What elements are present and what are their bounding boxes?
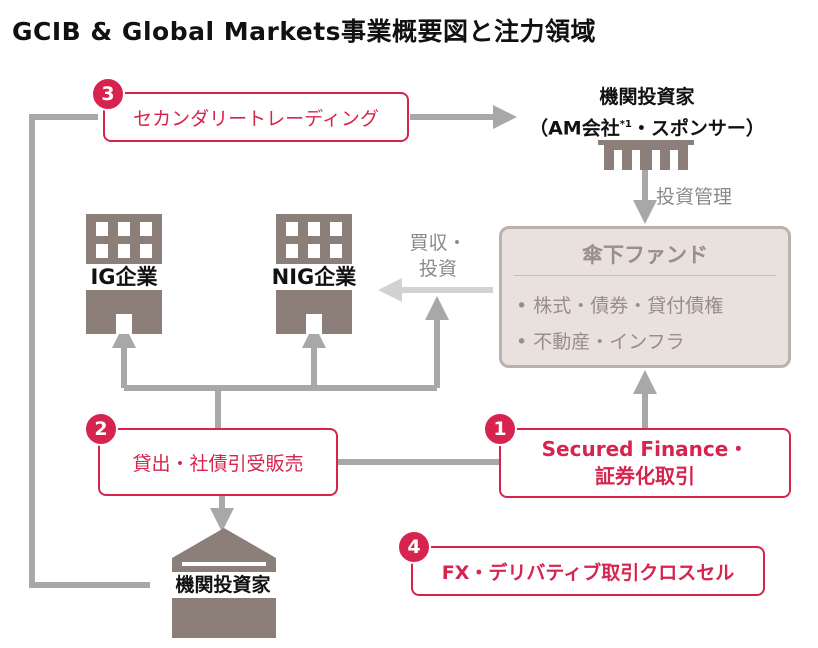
badge-2: 2 [84,412,118,446]
lending-box: 貸出・社債引受販売 [98,428,338,496]
fund-item: • 株式・債券・貸付債権 [516,295,724,317]
fx-derivatives-box: FX・デリバティブ取引クロスセル [411,546,765,596]
secondary-trading-label: セカンダリートレーディング [133,107,379,130]
badge-4: 4 [397,530,431,564]
secured-finance-box: Secured Finance・ 証券化取引 [499,428,791,498]
investors-top-line1: 機関投資家 [599,86,695,108]
fund-divider [514,275,776,276]
building-icon-investors-top [598,140,694,170]
acquisition-label: 買収・ 投資 [409,232,467,280]
badge-1: 1 [483,412,517,446]
investors-top-line2: （AM会社*1・スポンサー） [529,117,765,140]
nig-company-label: NIG企業 [256,264,372,290]
secondary-trading-box: セカンダリートレーディング [103,92,409,142]
fx-derivatives-label: FX・デリバティブ取引クロスセル [441,561,735,584]
investment-management-label: 投資管理 [656,186,733,208]
investors-bottom-label: 機関投資家 [150,572,296,598]
fund-item: • 不動産・インフラ [516,331,685,353]
investors-top-label: 機関投資家 （AM会社*1・スポンサー） [512,84,782,142]
subsidiary-fund-box: 傘下ファンド • 株式・債券・貸付債権 • 不動産・インフラ [499,226,791,368]
secured-finance-line2: 証券化取引 [595,464,695,488]
secured-finance-line1: Secured Finance・ [541,437,749,461]
page-title: GCIB & Global Markets事業概要図と注力領域 [12,17,597,46]
fund-title: 傘下ファンド [582,243,708,267]
ig-company-label: IG企業 [72,264,176,290]
loop-connector [29,114,150,588]
badge-3: 3 [91,77,125,111]
lending-label: 貸出・社債引受販売 [132,452,304,475]
